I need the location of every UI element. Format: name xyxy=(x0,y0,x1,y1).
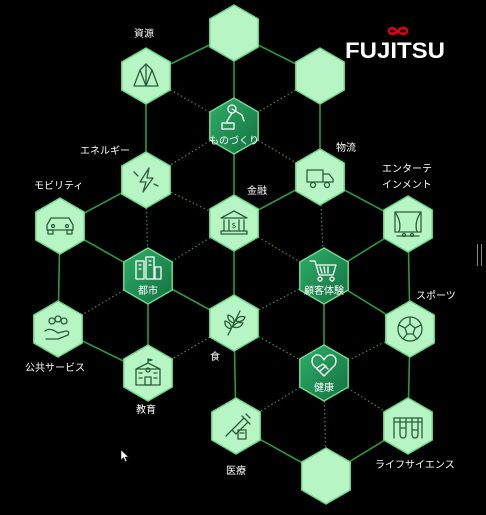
node-label-life-science: ライフサイエンス xyxy=(375,460,455,471)
hexagon-bottom-empty xyxy=(301,447,351,505)
node-label-finance: 金融 xyxy=(247,186,267,197)
people-hand-icon xyxy=(44,315,70,340)
hexagon-entertainment xyxy=(383,195,433,253)
node-label-energy: エネルギー xyxy=(80,146,130,157)
hexagon-education xyxy=(123,344,173,402)
hexagon-logistics xyxy=(295,148,345,206)
node-manufacturing[interactable]: ものづくり xyxy=(209,97,259,155)
syringe-icon xyxy=(225,413,251,440)
node-label-manufacturing: ものづくり xyxy=(209,135,259,147)
node-label-education: 教育 xyxy=(136,405,156,416)
car-icon xyxy=(46,217,74,235)
school-icon xyxy=(135,358,161,386)
node-label-food: 食 xyxy=(210,352,220,363)
node-food[interactable] xyxy=(209,294,259,352)
svg-text:$: $ xyxy=(231,221,236,230)
node-resources[interactable] xyxy=(121,47,171,105)
robot-arm-icon xyxy=(221,104,245,130)
node-label-sports: スポーツ xyxy=(416,291,456,302)
scrollbar-grip[interactable] xyxy=(477,244,482,266)
soccer-ball-icon xyxy=(397,316,423,342)
hexagon-top-empty xyxy=(209,4,259,62)
node-label-customer-experience: 顧客体験 xyxy=(304,284,344,297)
node-life-science[interactable] xyxy=(383,397,433,455)
fujitsu-logo-text: FUJITSU xyxy=(345,38,445,63)
node-bottom-empty[interactable] xyxy=(301,447,351,505)
node-label-public-service: 公共サービス xyxy=(25,363,85,374)
truck-icon xyxy=(306,169,334,189)
node-label-city: 都市 xyxy=(138,284,158,297)
node-finance[interactable]: $ xyxy=(209,194,259,252)
node-label-entertainment: エンターテ インメント xyxy=(382,164,432,191)
node-top-right-empty[interactable] xyxy=(295,47,345,105)
heart-hands-icon xyxy=(311,354,337,377)
node-energy[interactable] xyxy=(121,151,171,209)
node-public-service[interactable] xyxy=(33,300,83,358)
node-label-resources: 資源 xyxy=(134,29,154,40)
hexagon-sports xyxy=(385,300,435,358)
cart-icon xyxy=(309,260,337,282)
city-icon xyxy=(135,256,162,280)
hexagon-life-science xyxy=(383,397,433,455)
node-sports[interactable] xyxy=(385,300,435,358)
node-label-medical: 医療 xyxy=(226,466,246,477)
node-label-health: 健康 xyxy=(314,381,334,394)
node-entertainment[interactable] xyxy=(383,195,433,253)
hexagon-energy xyxy=(121,151,171,209)
hexagon-mobility xyxy=(35,197,85,255)
node-city[interactable]: 都市 xyxy=(123,247,173,305)
lightning-icon xyxy=(133,167,159,193)
infinity-icon xyxy=(387,26,409,36)
node-medical[interactable] xyxy=(211,397,261,455)
node-label-logistics: 物流 xyxy=(336,143,356,154)
node-education[interactable] xyxy=(123,344,173,402)
hexagon-top-right-empty xyxy=(295,47,345,105)
wheat-icon xyxy=(224,310,246,336)
node-label-mobility: モビリティ xyxy=(34,181,84,192)
hexagon-customer-experience xyxy=(299,247,349,305)
bank-icon: $ xyxy=(220,210,248,235)
mouse-cursor-icon xyxy=(121,450,129,462)
node-health[interactable]: 健康 xyxy=(299,344,349,402)
node-top-empty[interactable] xyxy=(209,4,259,62)
test-tubes-icon xyxy=(393,417,423,439)
hexagon-public-service xyxy=(33,300,83,358)
theater-icon xyxy=(394,211,422,238)
crystal-icon xyxy=(133,63,159,87)
fujitsu-logo: FUJITSU xyxy=(345,26,445,63)
node-customer-experience[interactable]: 顧客体験 xyxy=(299,247,349,305)
hexagon-finance xyxy=(209,194,259,252)
node-mobility[interactable] xyxy=(35,197,85,255)
node-logistics[interactable] xyxy=(295,148,345,206)
